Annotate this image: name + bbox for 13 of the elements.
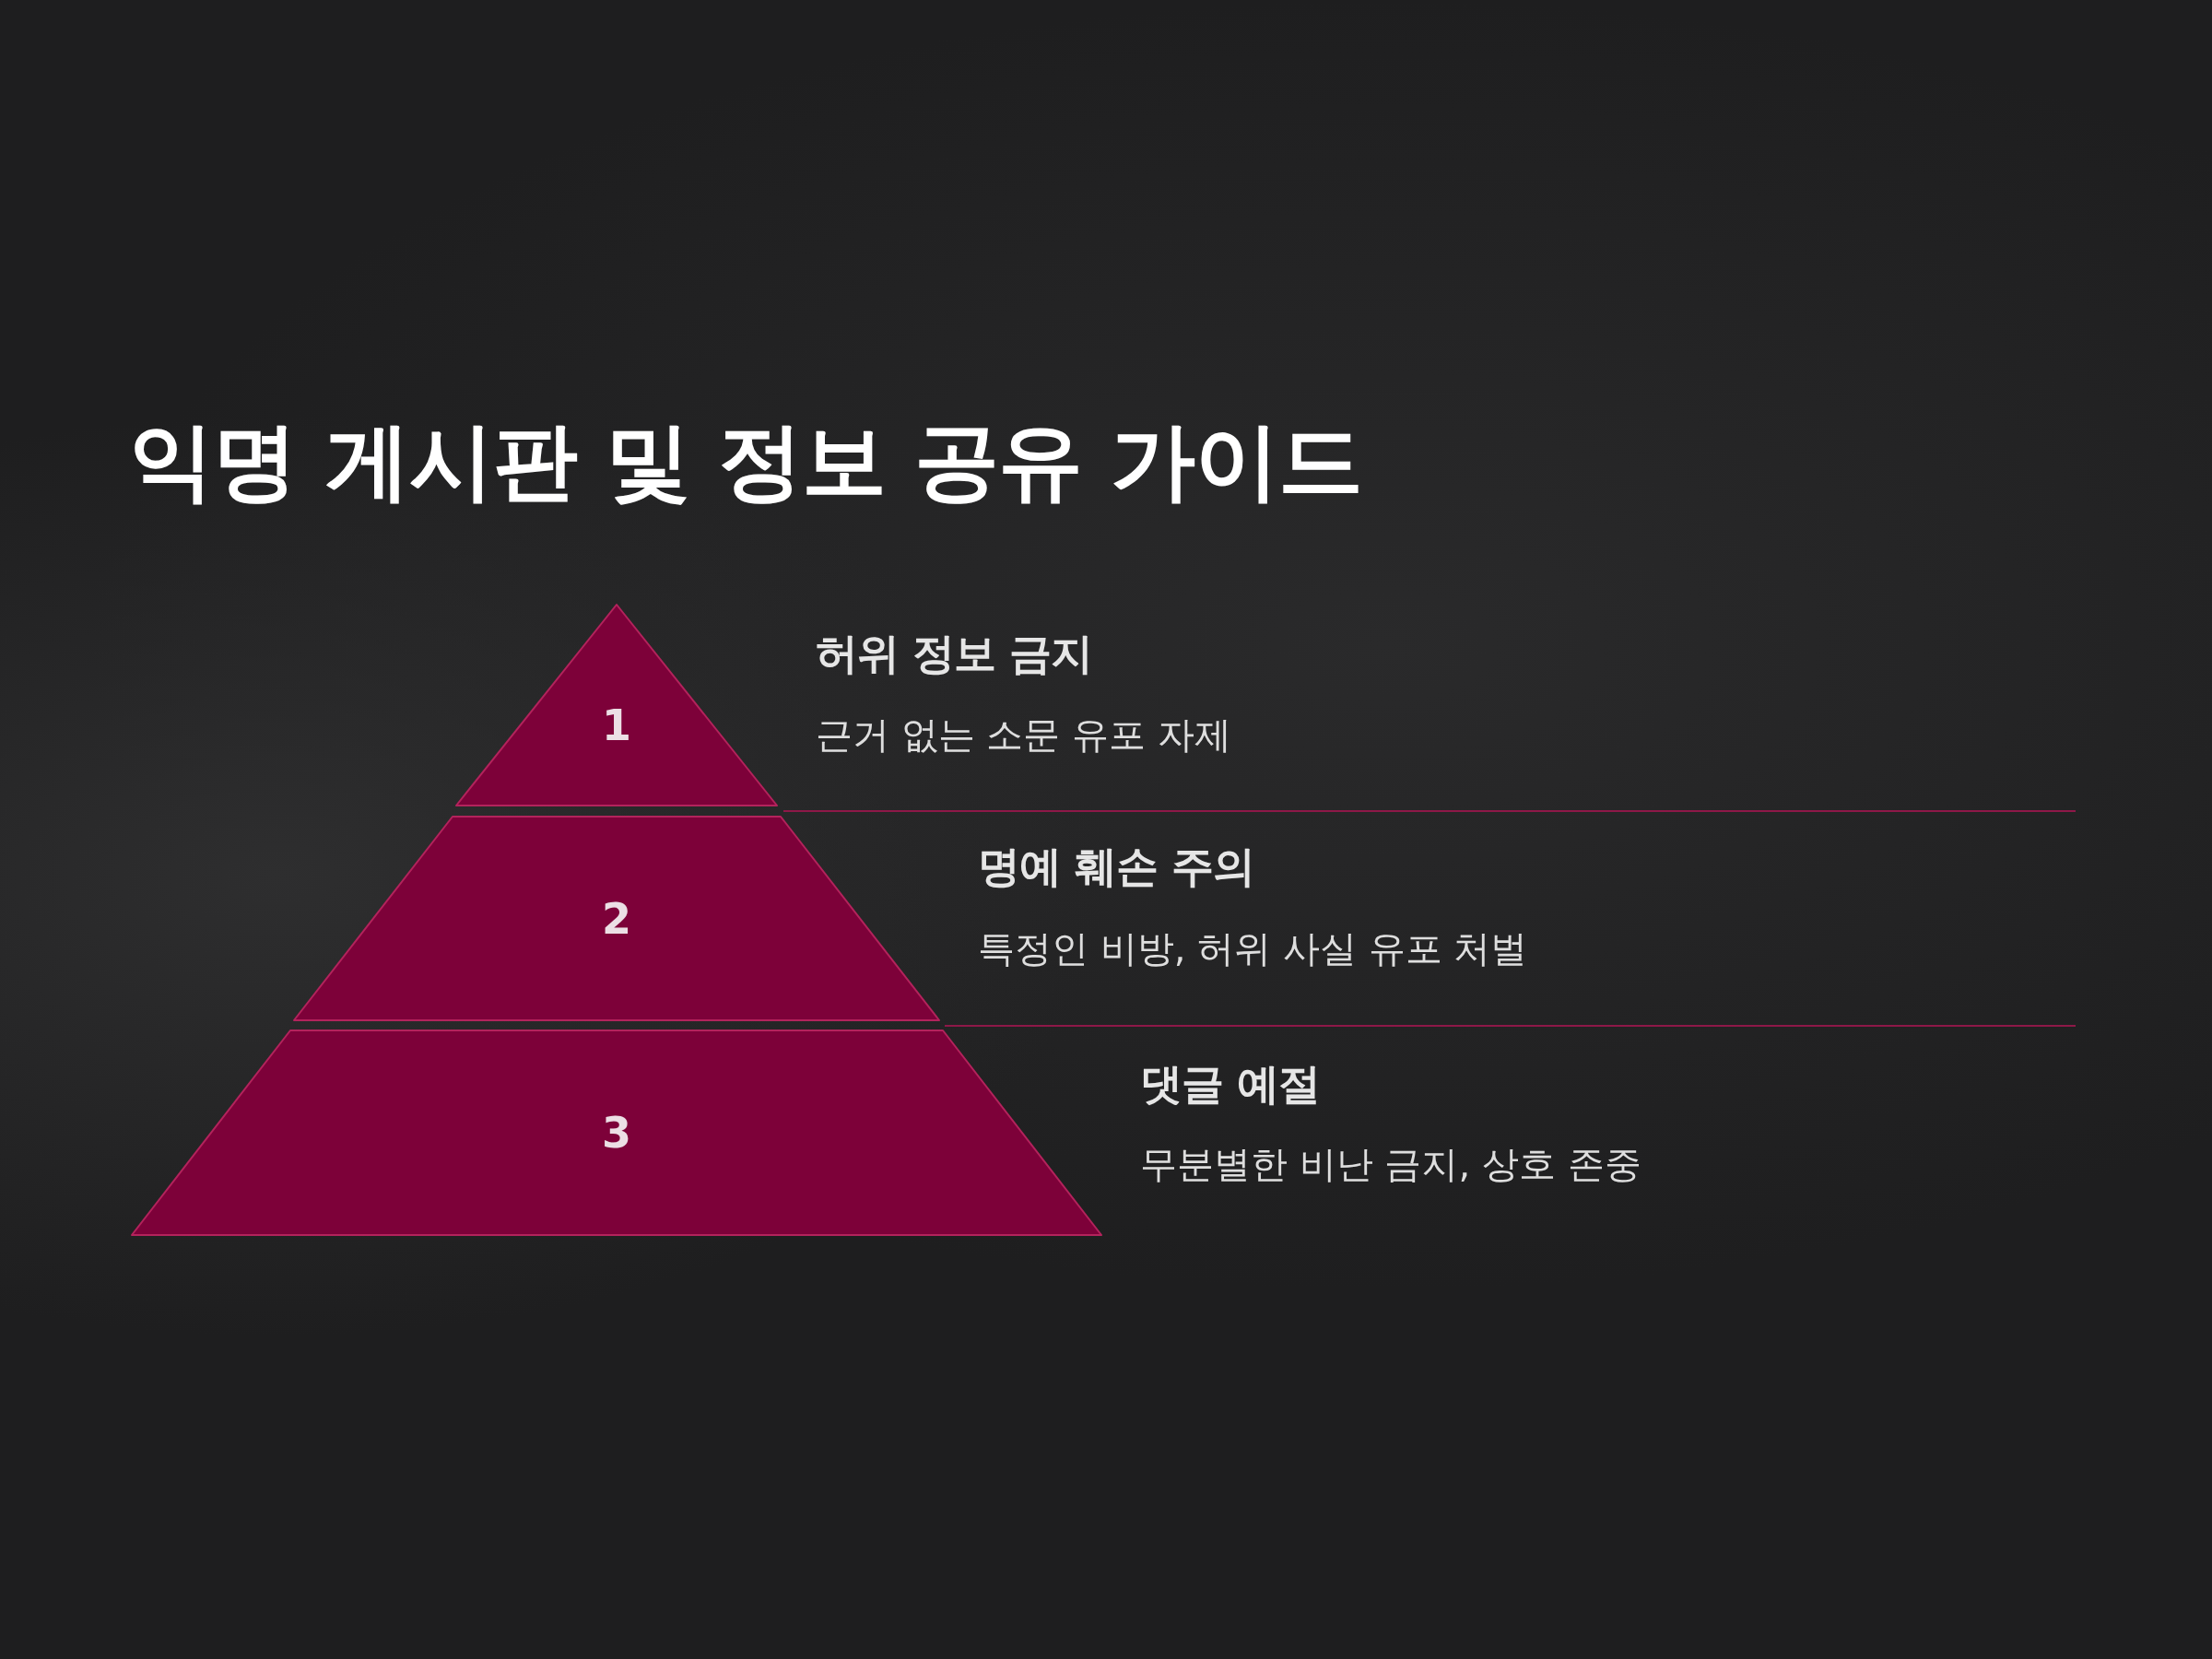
tier-heading: 명예 훼손 주의: [978, 841, 1255, 893]
tier-description: 무분별한 비난 금지, 상호 존중: [1140, 1142, 1641, 1186]
tier-heading: 허위 정보 금지: [816, 629, 1093, 680]
tier-number: 3: [602, 1109, 631, 1157]
tier-heading: 댓글 예절: [1140, 1059, 1320, 1111]
pyramid-tier: [455, 604, 778, 806]
tier-number: 1: [602, 701, 631, 749]
tier-description: 특정인 비방, 허위 사실 유포 처벌: [978, 926, 1528, 971]
tier-number: 2: [602, 895, 631, 942]
tier-description: 근거 없는 소문 유포 자제: [816, 712, 1231, 757]
pyramid-tier: [131, 1030, 1102, 1236]
pyramid-tier: [293, 816, 940, 1021]
page-title: 익명 게시판 및 정보 공유 가이드: [129, 411, 1363, 512]
